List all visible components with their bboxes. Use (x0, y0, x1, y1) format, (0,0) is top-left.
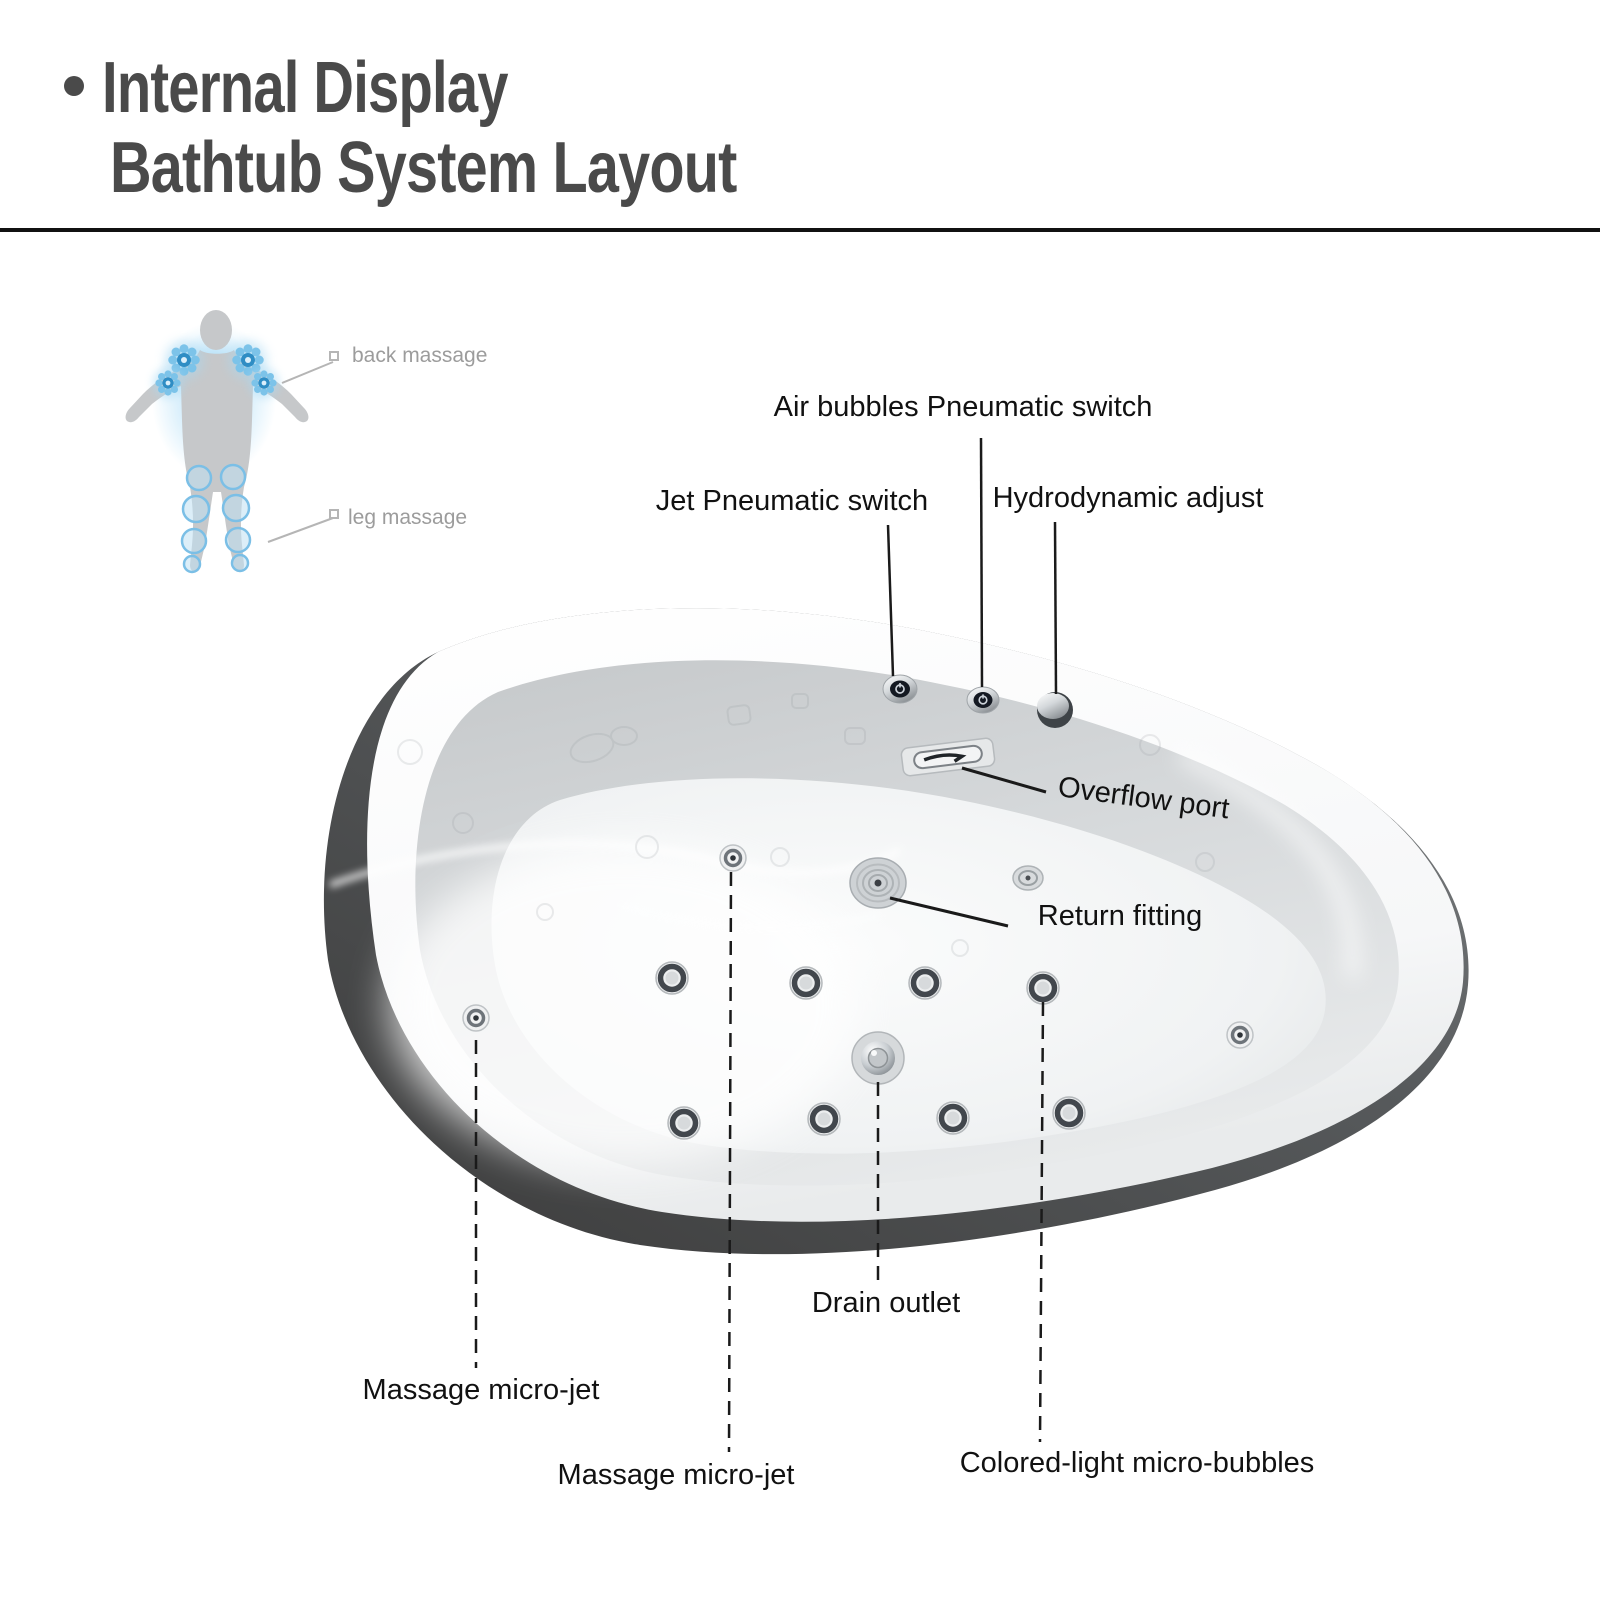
page-title-line2: Bathtub System Layout (110, 128, 737, 208)
colored-light-micro-bubbles-label: Colored-light micro-bubbles (959, 1447, 1315, 1479)
side-fitting-graphic (1012, 865, 1044, 891)
back-massage-label: back massage (352, 344, 488, 367)
power-icon (978, 694, 988, 705)
floor-highlight (390, 845, 860, 1165)
water-reflection-2 (619, 903, 881, 930)
dashed-leader-lines (474, 871, 1045, 1453)
wall-embossing (397, 693, 1215, 957)
body-silhouette (125, 310, 309, 573)
jet-switch-label: Jet Pneumatic switch (655, 485, 929, 517)
massage-micro-jet-left-graphic (461, 1003, 491, 1033)
header-divider (0, 228, 1600, 232)
figure-leader-lines (267, 351, 339, 543)
overflow-port-graphic (900, 737, 996, 777)
drain-outlet-graphic (851, 1031, 905, 1085)
leg-massage-label: leg massage (348, 506, 468, 529)
right-wall-jet-graphic (1225, 1020, 1255, 1050)
solid-leader-lines (886, 437, 1058, 928)
leg-massage-rings (180, 463, 252, 574)
massage-micro-jet-mid-label: Massage micro-jet (557, 1459, 795, 1491)
massage-micro-jet-left-label: Massage micro-jet (362, 1374, 600, 1406)
return-fitting-graphic (849, 857, 907, 909)
power-icon (895, 683, 905, 694)
jet-pneumatic-switch-button (882, 674, 918, 704)
air-bubbles-switch-label: Air bubbles Pneumatic switch (773, 391, 1153, 423)
massage-micro-jet-mid-graphic (718, 843, 748, 873)
hydrodynamic-adjust-label: Hydrodynamic adjust (992, 482, 1264, 514)
right-wall-highlight (1176, 747, 1361, 979)
return-fitting-label: Return fitting (1037, 900, 1203, 932)
human-figure (125, 310, 339, 574)
hydrodynamic-adjust-knob (1037, 692, 1073, 728)
title-bullet-icon (64, 76, 84, 96)
annotation-lines (474, 437, 1058, 1453)
air-bubbles-switch-button (966, 686, 1000, 714)
bathtub (323, 608, 1469, 1255)
page-title-line1: Internal Display (102, 48, 509, 128)
water-reflection (328, 840, 902, 888)
drain-outlet-label: Drain outlet (811, 1287, 961, 1319)
